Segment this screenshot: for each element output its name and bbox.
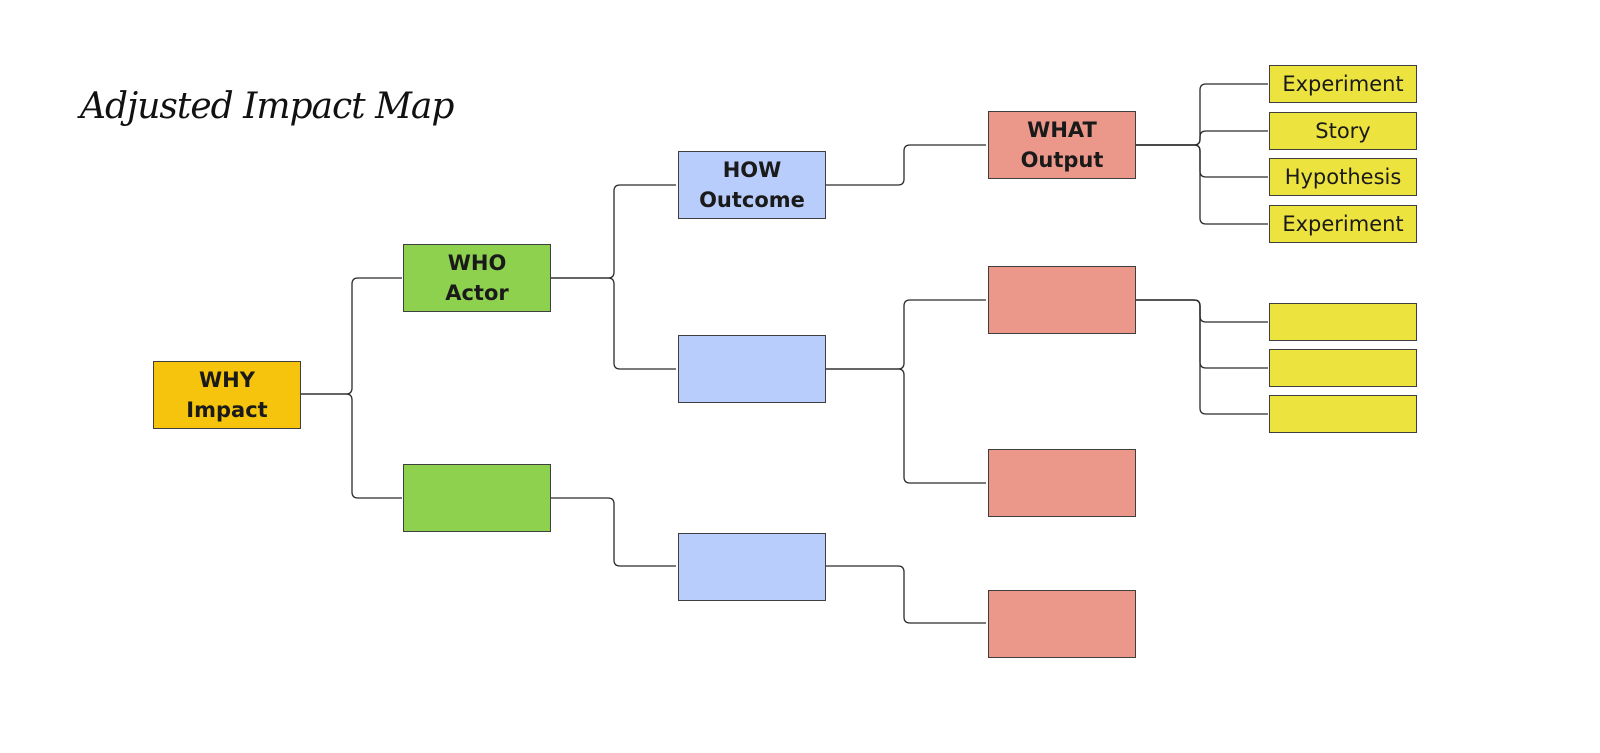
node-label-line2: Impact — [186, 398, 268, 422]
leaf-node-experiment[interactable]: Experiment — [1269, 205, 1417, 243]
who-node-empty[interactable] — [403, 464, 551, 532]
connector-what2-leaf7 — [1134, 299, 1268, 415]
node-label-line2: Output — [1020, 148, 1104, 172]
leaf-node-empty[interactable] — [1269, 395, 1417, 433]
page-title: Adjusted Impact Map — [80, 86, 454, 127]
connector-what2-leaf6 — [1134, 299, 1268, 369]
connector-what1-leaf4 — [1134, 144, 1268, 225]
leaf-node-hypothesis[interactable]: Hypothesis — [1269, 158, 1417, 196]
node-label-line1: WHY — [199, 368, 255, 392]
what-node-empty[interactable] — [988, 266, 1136, 334]
leaf-label: Experiment — [1282, 212, 1404, 236]
connector-what2-leaf5 — [1134, 299, 1268, 323]
connector-how2-what2 — [825, 299, 986, 370]
how-outcome-node[interactable]: HOW Outcome — [678, 151, 826, 219]
connector-who1-how2 — [550, 277, 676, 370]
leaf-node-story[interactable]: Story — [1269, 112, 1417, 150]
who-actor-node[interactable]: WHO Actor — [403, 244, 551, 312]
node-label-line2: Actor — [445, 281, 509, 305]
connector-how2-what3 — [825, 368, 986, 484]
connector-what1-leaf2 — [1134, 130, 1268, 146]
what-node-empty[interactable] — [988, 449, 1136, 517]
leaf-node-empty[interactable] — [1269, 303, 1417, 341]
leaf-node-empty[interactable] — [1269, 349, 1417, 387]
connector-how3-what4 — [825, 565, 986, 624]
why-impact-node[interactable]: WHY Impact — [153, 361, 301, 429]
node-label-line1: WHO — [447, 251, 507, 275]
node-label-line1: HOW — [722, 158, 782, 182]
connector-what1-leaf3 — [1134, 144, 1268, 178]
leaf-label: Story — [1315, 119, 1371, 143]
how-node-empty[interactable] — [678, 335, 826, 403]
node-label-line1: WHAT — [1027, 118, 1097, 142]
connector-why-who1 — [300, 277, 402, 395]
connector-what1-leaf1 — [1134, 83, 1268, 146]
connector-who1-how1 — [550, 184, 676, 279]
leaf-label: Experiment — [1282, 72, 1404, 96]
connector-why-who2 — [300, 393, 402, 499]
what-node-empty[interactable] — [988, 590, 1136, 658]
connector-who2-how3 — [550, 497, 676, 567]
what-output-node[interactable]: WHAT Output — [988, 111, 1136, 179]
node-label-line2: Outcome — [699, 188, 805, 212]
leaf-label: Hypothesis — [1284, 165, 1402, 189]
leaf-node-experiment[interactable]: Experiment — [1269, 65, 1417, 103]
how-node-empty[interactable] — [678, 533, 826, 601]
connector-how1-what1 — [825, 144, 986, 186]
